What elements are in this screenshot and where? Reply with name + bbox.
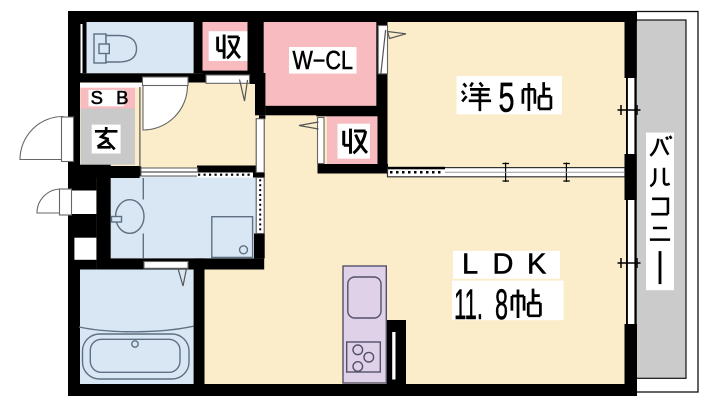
svg-text:8: 8	[495, 281, 508, 329]
svg-text:5: 5	[499, 74, 515, 121]
svg-text:D: D	[493, 249, 514, 281]
svg-text:L: L	[462, 249, 478, 281]
svg-text:S B: S B	[91, 87, 133, 108]
svg-text:W−CL: W−CL	[293, 47, 354, 75]
svg-text:K: K	[527, 249, 547, 281]
svg-text:11.: 11.	[454, 281, 483, 329]
